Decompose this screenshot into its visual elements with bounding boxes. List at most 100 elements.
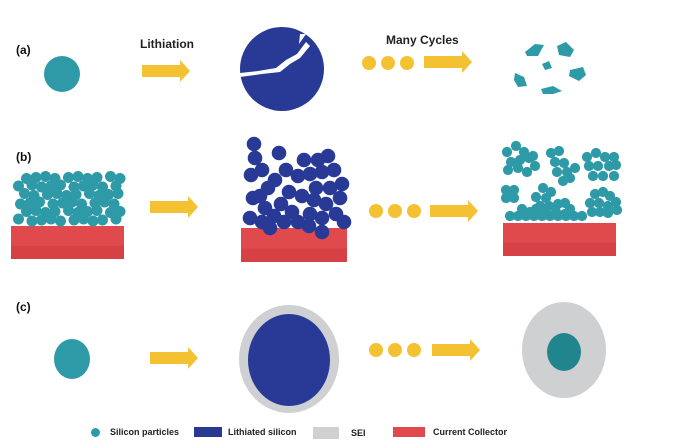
- silicon-particle: [72, 171, 84, 182]
- silicon-particle: [529, 160, 541, 172]
- lithiated-particle: [326, 162, 342, 178]
- lithiated-particle: [271, 145, 287, 161]
- silicon-particle: [505, 156, 517, 168]
- lithiated-particle: [296, 152, 312, 168]
- sei-swatch: [313, 427, 339, 439]
- ellipsis-dots: [369, 204, 383, 218]
- silicon-particle: [93, 190, 105, 201]
- lithiated-particle: [290, 214, 306, 230]
- current-collector-shade: [11, 245, 124, 259]
- lithiated-particle: [294, 188, 310, 204]
- silicon-particle: [501, 146, 513, 158]
- lithiated-swatch: [194, 427, 222, 437]
- lithiated-particle: [254, 162, 270, 178]
- lithiated-particle: [247, 150, 263, 166]
- lithiation-arrow: [150, 196, 198, 218]
- silicon-particle: [568, 210, 580, 222]
- silicon-particle: [586, 206, 598, 218]
- lithiated-particle: [262, 220, 278, 236]
- silicon-particle: [84, 188, 95, 199]
- silicon-particle: [21, 173, 32, 184]
- silicon-particle: [103, 189, 114, 200]
- silicon-particle: [36, 181, 47, 193]
- legend: Silicon particles Lithiated silicon SEI …: [0, 427, 677, 445]
- many-cycles-arrow: [430, 200, 478, 222]
- silicon-particle: [502, 164, 514, 176]
- lithiated-particle: [246, 136, 262, 152]
- lithiated-particle: [290, 168, 306, 184]
- silicon-particle: [82, 206, 93, 217]
- lithiated-particle: [306, 192, 322, 208]
- legend-label: Current Collector: [433, 427, 508, 437]
- silicon-particle: [91, 172, 103, 183]
- ellipsis-dots: [400, 56, 414, 70]
- lithiated-particle: [276, 214, 292, 230]
- lithiated-particle: [301, 218, 317, 234]
- current-collector-shade: [503, 242, 616, 256]
- lithiation-arrow: [150, 347, 198, 369]
- current-collector-shade: [241, 248, 347, 262]
- silicon-particle: [44, 56, 80, 92]
- silicon-particle: [49, 173, 61, 184]
- silicon-particle: [63, 172, 74, 183]
- silicon-particle: [19, 188, 30, 199]
- lithiated-particle: [314, 210, 330, 226]
- silicon-particle: [581, 151, 593, 163]
- lithiated-particle: [314, 164, 330, 180]
- silicon-particle: [105, 207, 116, 218]
- silicon-particle: [569, 162, 581, 174]
- legend-label: Lithiated silicon: [228, 427, 297, 437]
- ellipsis-dots: [381, 56, 395, 70]
- silicon-particle: [61, 190, 72, 201]
- lithiated-particle: [281, 184, 297, 200]
- crack-line: [299, 34, 306, 44]
- silicon-particle: [594, 206, 606, 218]
- silicon-particle: [97, 214, 108, 226]
- lithiated-particle: [302, 166, 318, 182]
- silicon-particle: [516, 203, 528, 215]
- silicon-particle: [105, 171, 116, 182]
- ellipsis-dots: [407, 204, 421, 218]
- silicon-particle: [82, 173, 93, 184]
- silicon-particle: [599, 151, 611, 163]
- silicon-particle: [547, 333, 581, 371]
- lithiated-particle: [314, 224, 330, 240]
- silicon-particle: [610, 159, 622, 171]
- lithiated-particle: [320, 148, 336, 164]
- many-cycles-arrow: [424, 51, 472, 73]
- silicon-fragment: [557, 42, 574, 57]
- lithiated-particle: [336, 214, 352, 230]
- lithiated-particle: [248, 314, 330, 406]
- silicon-particle: [551, 166, 563, 178]
- legend-item-silicon: Silicon particles: [91, 427, 179, 437]
- silicon-particle: [597, 170, 609, 182]
- silicon-particle: [545, 147, 557, 159]
- lithiated-particle: [334, 176, 350, 192]
- silicon-particle: [512, 162, 524, 174]
- legend-label: Silicon particles: [110, 427, 180, 437]
- silicon-particle: [68, 181, 80, 193]
- silicon-particle: [55, 215, 66, 227]
- silicon-particle: [30, 172, 42, 183]
- silicon-fragment: [541, 86, 562, 94]
- lithiation-arrow: [142, 60, 190, 82]
- silicon-particle: [30, 205, 42, 216]
- silicon-particle: [608, 170, 620, 182]
- panel-c-label: (c): [16, 300, 31, 314]
- silicon-particle: [87, 215, 99, 227]
- silicon-fragment: [569, 67, 586, 81]
- silicon-particle: [558, 157, 570, 169]
- silicon-particle: [560, 210, 572, 222]
- silicon-particle: [545, 186, 557, 198]
- silicon-particle: [544, 210, 556, 222]
- many-cycles-arrow: [432, 339, 480, 361]
- silicon-particle: [602, 200, 614, 212]
- crack-line: [240, 42, 310, 77]
- lithiated-particle: [318, 196, 334, 212]
- silicon-particle: [510, 140, 522, 152]
- silicon-particle: [549, 156, 561, 168]
- silicon-particle: [72, 207, 84, 218]
- ellipsis-dots: [407, 343, 421, 357]
- silicon-particle: [21, 206, 32, 217]
